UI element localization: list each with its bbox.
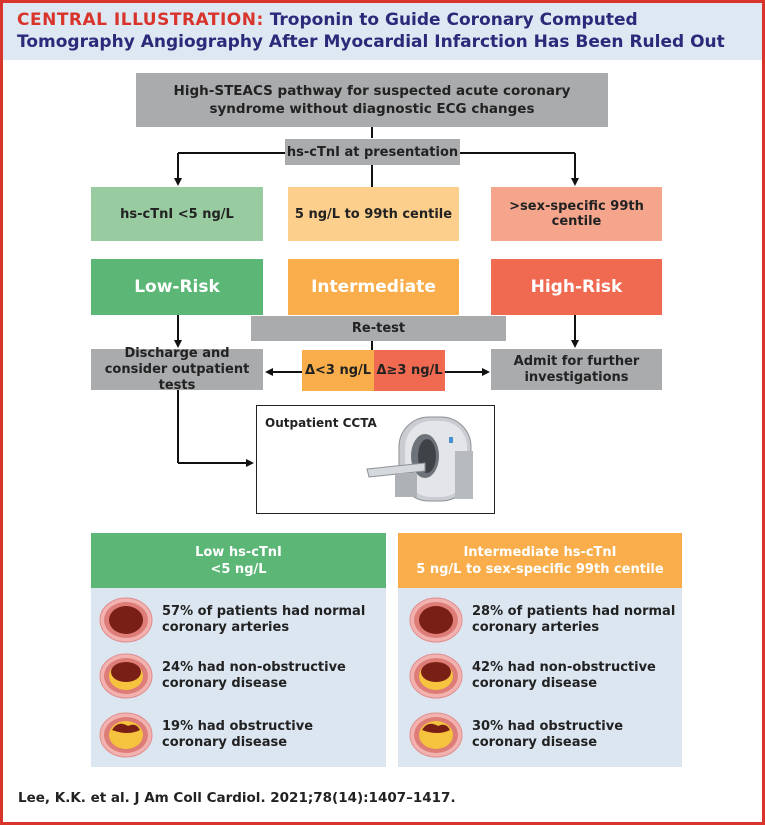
threshold-low-text: hs-cTnI <5 ng/L bbox=[120, 206, 234, 222]
delta-high-text: Δ≥3 ng/L bbox=[376, 363, 443, 378]
ccta-box: Outpatient CCTA bbox=[256, 405, 495, 514]
ccta-label: Outpatient CCTA bbox=[265, 416, 377, 430]
risk-mid-text: Intermediate bbox=[311, 277, 436, 297]
panel-intermediate-title-2: 5 ng/L to sex-specific 99th centile bbox=[416, 561, 664, 577]
presentation-text: hs-cTnI at presentation bbox=[286, 144, 459, 160]
citation: Lee, K.K. et al. J Am Coll Cardiol. 2021… bbox=[18, 790, 456, 806]
discharge-box: Discharge and consider outpatient tests bbox=[91, 346, 263, 393]
stat-text: 42% had non-obstructive coronary disease bbox=[472, 660, 656, 692]
delta-low-box: Δ<3 ng/L bbox=[302, 350, 374, 391]
panel-low-header: Low hs-cTnI <5 ng/L bbox=[91, 533, 386, 588]
panel-low-title-1: Low hs-cTnI bbox=[195, 544, 282, 560]
stat-line-2: coronary arteries bbox=[162, 620, 290, 635]
stat-line-2: coronary disease bbox=[472, 735, 598, 750]
stat-line-2: coronary disease bbox=[162, 676, 288, 691]
header-title-text: Troponin to Guide Coronary Computed Tomo… bbox=[17, 10, 725, 52]
non-obstructive-artery-icon bbox=[99, 653, 153, 699]
threshold-high-text: >sex-specific 99th centile bbox=[509, 199, 644, 229]
normal-artery-icon bbox=[409, 597, 463, 643]
panel-intermediate-title-1: Intermediate hs-cTnI bbox=[463, 544, 617, 560]
stat-text: 19% had obstructive coronary disease bbox=[162, 719, 313, 751]
threshold-mid-text: 5 ng/L to 99th centile bbox=[294, 206, 453, 222]
admit-box: Admit for further investigations bbox=[491, 349, 662, 390]
ct-scanner-icon bbox=[366, 416, 473, 502]
threshold-high-box: >sex-specific 99th centile bbox=[491, 187, 662, 241]
delta-low-text: Δ<3 ng/L bbox=[304, 363, 372, 378]
stat-row: 57% of patients had normal coronary arte… bbox=[98, 595, 365, 645]
stat-row: 42% had non-obstructive coronary disease bbox=[408, 651, 656, 701]
stat-line-2: coronary disease bbox=[162, 735, 288, 750]
stat-line-1: 57% of patients had normal bbox=[162, 604, 366, 619]
delta-high-box: Δ≥3 ng/L bbox=[374, 350, 445, 391]
stat-line-1: 30% had obstructive bbox=[472, 719, 624, 734]
risk-low-box: Low-Risk bbox=[91, 259, 263, 315]
stat-text: 57% of patients had normal coronary arte… bbox=[162, 604, 365, 636]
discharge-text: Discharge and consider outpatient tests bbox=[104, 345, 250, 393]
panel-low-title-2: <5 ng/L bbox=[210, 561, 267, 577]
threshold-low-box: hs-cTnI <5 ng/L bbox=[91, 187, 263, 241]
header-tag: CENTRAL ILLUSTRATION: bbox=[17, 10, 264, 30]
header-banner: CENTRAL ILLUSTRATION: Troponin to Guide … bbox=[3, 3, 762, 60]
stat-line-1: 19% had obstructive bbox=[162, 719, 314, 734]
threshold-mid-box: 5 ng/L to 99th centile bbox=[288, 187, 459, 241]
header-title: CENTRAL ILLUSTRATION: Troponin to Guide … bbox=[17, 9, 752, 53]
stat-row: 28% of patients had normal coronary arte… bbox=[408, 595, 675, 645]
stat-line-2: coronary disease bbox=[472, 676, 598, 691]
risk-high-box: High-Risk bbox=[491, 259, 662, 315]
pathway-text: High-STEACS pathway for suspected acute … bbox=[173, 83, 571, 117]
risk-mid-box: Intermediate bbox=[288, 259, 459, 315]
obstructive-artery-icon bbox=[409, 712, 463, 758]
stat-line-1: 24% had non-obstructive bbox=[162, 660, 346, 675]
stat-text: 30% had obstructive coronary disease bbox=[472, 719, 623, 751]
retest-box: Re-test bbox=[251, 316, 506, 341]
risk-high-text: High-Risk bbox=[530, 277, 623, 297]
pathway-box: High-STEACS pathway for suspected acute … bbox=[136, 73, 608, 127]
risk-low-text: Low-Risk bbox=[134, 277, 220, 297]
non-obstructive-artery-icon bbox=[409, 653, 463, 699]
stat-row: 24% had non-obstructive coronary disease bbox=[98, 651, 346, 701]
stat-line-1: 42% had non-obstructive bbox=[472, 660, 656, 675]
retest-text: Re-test bbox=[351, 321, 406, 336]
stat-text: 24% had non-obstructive coronary disease bbox=[162, 660, 346, 692]
stat-text: 28% of patients had normal coronary arte… bbox=[472, 604, 675, 636]
stat-line-2: coronary arteries bbox=[472, 620, 600, 635]
admit-text: Admit for further investigations bbox=[513, 353, 640, 385]
stat-row: 30% had obstructive coronary disease bbox=[408, 710, 623, 760]
panel-intermediate-header: Intermediate hs-cTnI 5 ng/L to sex-speci… bbox=[398, 533, 682, 588]
obstructive-artery-icon bbox=[99, 712, 153, 758]
stat-row: 19% had obstructive coronary disease bbox=[98, 710, 313, 760]
normal-artery-icon bbox=[99, 597, 153, 643]
stat-line-1: 28% of patients had normal bbox=[472, 604, 676, 619]
presentation-box: hs-cTnI at presentation bbox=[285, 139, 460, 165]
